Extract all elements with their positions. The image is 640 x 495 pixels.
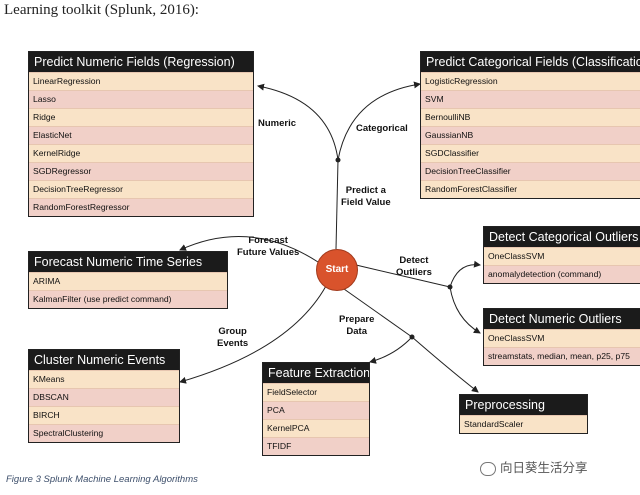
junction-predict bbox=[335, 157, 341, 163]
edge-to-classification bbox=[337, 81, 421, 161]
list-item: RandomForestRegressor bbox=[29, 198, 253, 216]
edge-to-numeric-outliers bbox=[449, 286, 481, 334]
feature-extraction-box: Feature Extraction FieldSelector PCA Ker… bbox=[262, 362, 370, 456]
categorical-outliers-list: OneClassSVM anomalydetection (command) bbox=[484, 247, 640, 283]
numeric-outliers-list: OneClassSVM streamstats, median, mean, p… bbox=[484, 329, 640, 365]
list-item: Ridge bbox=[29, 108, 253, 126]
numeric-outliers-title: Detect Numeric Outliers bbox=[484, 309, 640, 329]
edge-label-line: Prepare bbox=[339, 314, 375, 325]
timeseries-box: Forecast Numeric Time Series ARIMA Kalma… bbox=[28, 251, 228, 309]
list-item: KernelPCA bbox=[263, 419, 369, 437]
classification-title: Predict Categorical Fields (Classificati… bbox=[421, 52, 640, 72]
list-item: StandardScaler bbox=[460, 415, 587, 433]
list-item: FieldSelector bbox=[263, 383, 369, 401]
edge-label-numeric: Numeric bbox=[258, 118, 297, 129]
list-item: streamstats, median, mean, p25, p75 bbox=[484, 347, 640, 365]
regression-list: LinearRegression Lasso Ridge ElasticNet … bbox=[29, 72, 253, 216]
watermark: 向日葵生活分享 bbox=[480, 457, 588, 476]
clustering-box: Cluster Numeric Events KMeans DBSCAN BIR… bbox=[28, 349, 180, 443]
junction-outliers bbox=[447, 284, 453, 290]
list-item: SGDClassifier bbox=[421, 144, 640, 162]
list-item: GaussianNB bbox=[421, 126, 640, 144]
preprocessing-list: StandardScaler bbox=[460, 415, 587, 433]
list-item: BernoulliNB bbox=[421, 108, 640, 126]
edge-to-feature-extraction bbox=[369, 336, 413, 364]
top-caption: Learning toolkit (Splunk, 2016): bbox=[4, 2, 199, 18]
categorical-outliers-title: Detect Categorical Outliers bbox=[484, 227, 640, 247]
edge-label-categorical: Categorical bbox=[356, 123, 408, 134]
edge-label-line: Predict a bbox=[345, 185, 386, 196]
list-item: SGDRegressor bbox=[29, 162, 253, 180]
edge-to-timeseries bbox=[179, 236, 319, 263]
edge-start-to-outliers-junction bbox=[355, 264, 451, 288]
junction-prepare bbox=[409, 334, 415, 340]
edge-label-line: Outliers bbox=[396, 267, 432, 278]
edge-label-line: Forecast bbox=[248, 235, 288, 246]
classification-list: LogisticRegression SVM BernoulliNB Gauss… bbox=[421, 72, 640, 198]
edge-label-line: Events bbox=[217, 338, 249, 349]
list-item: DecisionTreeClassifier bbox=[421, 162, 640, 180]
timeseries-title: Forecast Numeric Time Series bbox=[29, 252, 227, 272]
list-item: SVM bbox=[421, 90, 640, 108]
edge-to-categorical-outliers bbox=[449, 260, 481, 288]
start-node: Start bbox=[316, 249, 358, 291]
list-item: ARIMA bbox=[29, 272, 227, 290]
edge-label-line: Future Values bbox=[237, 247, 300, 258]
classification-box: Predict Categorical Fields (Classificati… bbox=[420, 51, 640, 199]
regression-box: Predict Numeric Fields (Regression) Line… bbox=[28, 51, 254, 217]
numeric-outliers-box: Detect Numeric Outliers OneClassSVM stre… bbox=[483, 308, 640, 366]
list-item: RandomForestClassifier bbox=[421, 180, 640, 198]
list-item: OneClassSVM bbox=[484, 247, 640, 265]
list-item: Lasso bbox=[29, 90, 253, 108]
list-item: DBSCAN bbox=[29, 388, 179, 406]
regression-title: Predict Numeric Fields (Regression) bbox=[29, 52, 253, 72]
clustering-list: KMeans DBSCAN BIRCH SpectralClustering bbox=[29, 370, 179, 442]
list-item: DecisionTreeRegressor bbox=[29, 180, 253, 198]
edge-start-to-predict-junction bbox=[335, 159, 339, 250]
wechat-icon bbox=[480, 461, 496, 476]
list-item: BIRCH bbox=[29, 406, 179, 424]
list-item: ElasticNet bbox=[29, 126, 253, 144]
edge-label-predict-field: Predict a Field Value bbox=[341, 185, 391, 209]
list-item: LinearRegression bbox=[29, 72, 253, 90]
edge-label-detect-outliers: Detect Outliers bbox=[396, 255, 432, 279]
list-item: TFIDF bbox=[263, 437, 369, 455]
timeseries-list: ARIMA KalmanFilter (use predict command) bbox=[29, 272, 227, 308]
edge-label-line: Detect bbox=[399, 255, 429, 266]
categorical-outliers-box: Detect Categorical Outliers OneClassSVM … bbox=[483, 226, 640, 284]
clustering-title: Cluster Numeric Events bbox=[29, 350, 179, 370]
edge-to-preprocessing bbox=[411, 336, 479, 393]
edge-label-line: Group bbox=[218, 326, 247, 337]
edge-label-line: Field Value bbox=[341, 197, 391, 208]
list-item: OneClassSVM bbox=[484, 329, 640, 347]
feature-extraction-list: FieldSelector PCA KernelPCA TFIDF bbox=[263, 383, 369, 455]
list-item: KalmanFilter (use predict command) bbox=[29, 290, 227, 308]
watermark-text: 向日葵生活分享 bbox=[500, 461, 588, 475]
edge-label-prepare-data: Prepare Data bbox=[339, 314, 374, 338]
edge-label-forecast: Forecast Future Values bbox=[237, 235, 299, 259]
list-item: KMeans bbox=[29, 370, 179, 388]
edge-label-group-events: Group Events bbox=[217, 326, 248, 350]
list-item: SpectralClustering bbox=[29, 424, 179, 442]
edge-label-line: Data bbox=[346, 326, 367, 337]
edge-to-clustering bbox=[179, 285, 327, 384]
list-item: LogisticRegression bbox=[421, 72, 640, 90]
preprocessing-title: Preprocessing bbox=[460, 395, 587, 415]
figure-caption: Figure 3 Splunk Machine Learning Algorit… bbox=[6, 474, 198, 485]
preprocessing-box: Preprocessing StandardScaler bbox=[459, 394, 588, 434]
list-item: KernelRidge bbox=[29, 144, 253, 162]
edge-start-to-prepare-junction bbox=[343, 288, 413, 338]
list-item: anomalydetection (command) bbox=[484, 265, 640, 283]
feature-extraction-title: Feature Extraction bbox=[263, 363, 369, 383]
edge-to-regression bbox=[257, 83, 339, 161]
list-item: PCA bbox=[263, 401, 369, 419]
